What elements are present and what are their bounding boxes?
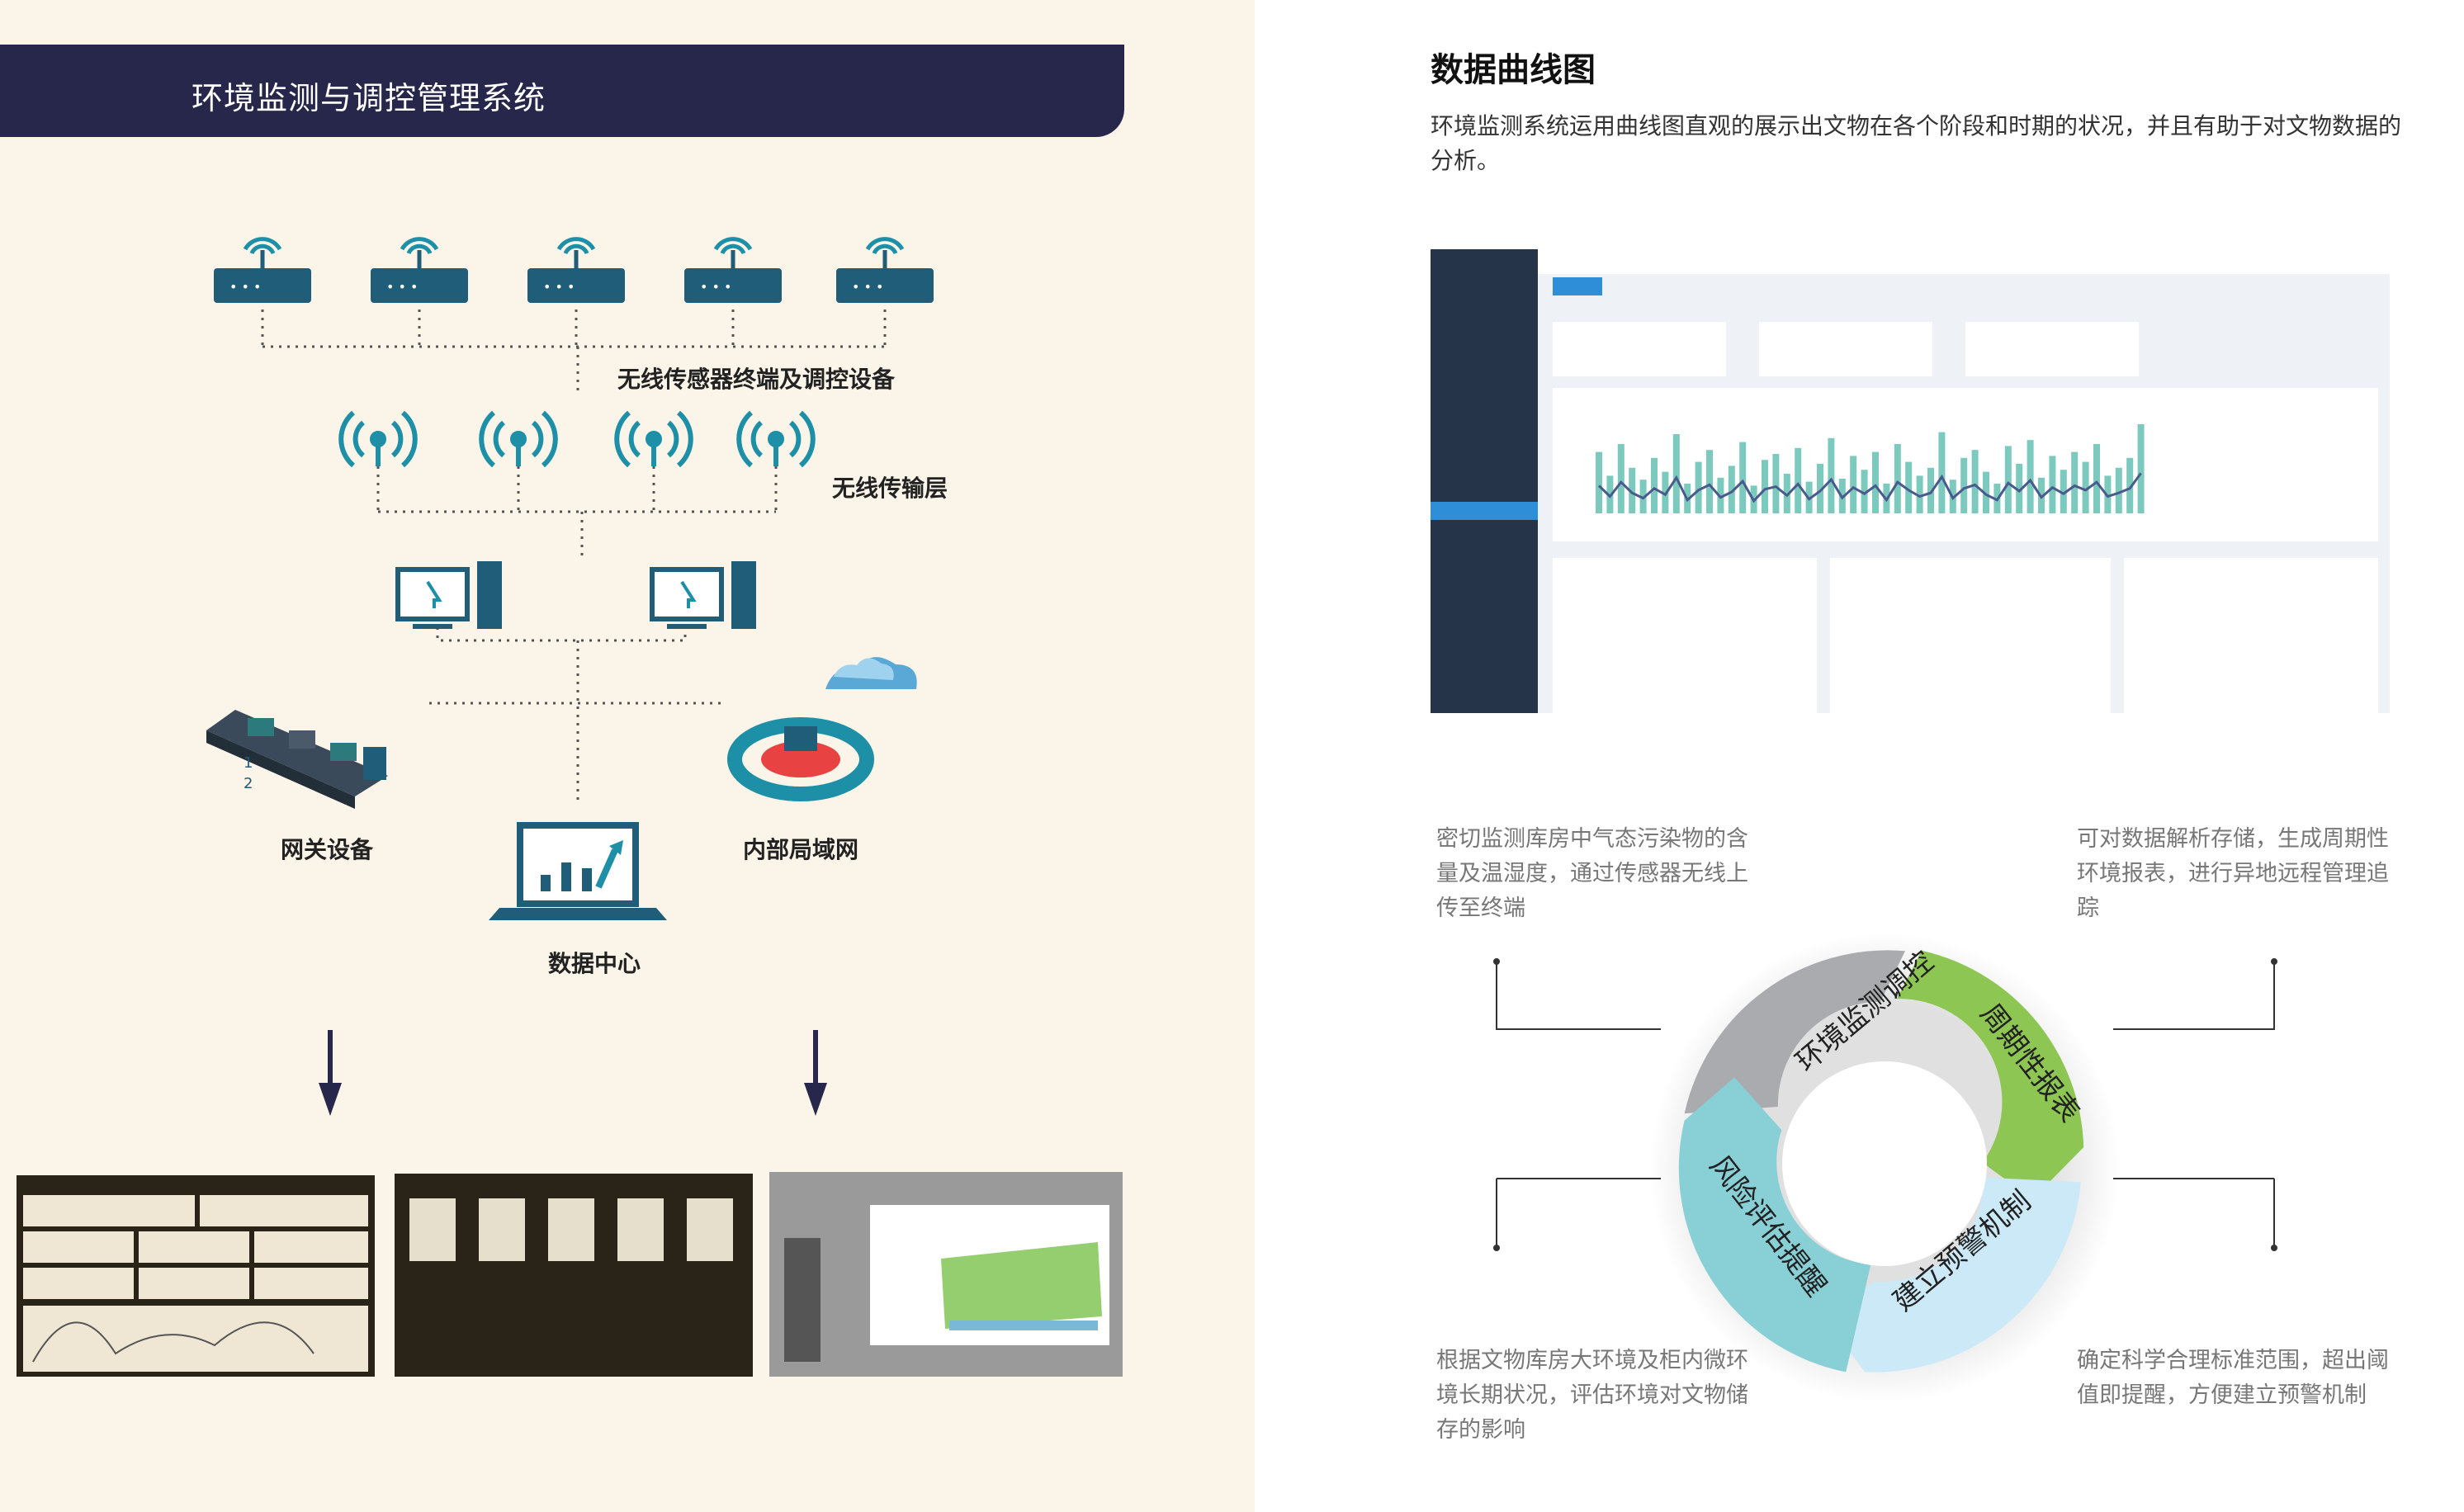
dashboard-bar	[1971, 450, 1979, 513]
dashboard-bar	[1905, 461, 1913, 513]
lan-label: 内部局域网	[743, 836, 859, 863]
dashboard-bar	[1762, 460, 1768, 513]
svg-text:• • •: • • •	[229, 279, 261, 295]
dashboard-bar	[1795, 447, 1802, 513]
dashboard-bar	[2137, 424, 2145, 513]
caption-bottom-left: 根据文物库房大环境及柜内微环境长期状况，评估环境对文物储存的影响	[1436, 1348, 1748, 1443]
router-row: • • • • • • • • • • • •	[214, 237, 934, 303]
dashboard-bar	[1639, 480, 1647, 513]
down-arrow-icon	[804, 1030, 827, 1116]
wifi-icon	[479, 410, 558, 468]
dashboard-bar	[1706, 450, 1713, 513]
dashboard-bar	[1672, 434, 1680, 513]
dashboard-bar	[2049, 456, 2056, 513]
dashboard-trend-line	[1597, 472, 2142, 503]
dashboard-sidebar	[1431, 249, 1538, 713]
wifi-icon	[338, 410, 418, 468]
wifi-row	[338, 410, 816, 468]
dashboard-bar	[1894, 444, 1901, 513]
dashboard-bar	[1938, 432, 1946, 513]
router-icon: • • •	[214, 237, 311, 303]
svg-text:• • •: • • •	[700, 279, 731, 295]
svg-text:• • •: • • •	[386, 279, 418, 295]
dashboard-bar	[1772, 454, 1780, 513]
dashboard-bar	[2071, 451, 2079, 513]
dashboard-bar	[1728, 465, 1735, 513]
data-center-label: 数据中心	[548, 950, 641, 977]
dashboard-bar	[2115, 467, 2122, 513]
dashboard-bar	[1651, 457, 1658, 513]
caption-top-left: 密切监测库房中气态污染物的含量及温湿度，通过传感器无线上传至终端	[1436, 826, 1748, 921]
wifi-icon	[614, 410, 693, 468]
computer-icon	[650, 561, 756, 629]
dashboard-bar	[1629, 467, 1636, 513]
section-description: 环境监测系统运用曲线图直观的展示出文物在各个阶段和时期的状况，并且有助于对文物数…	[1431, 112, 2402, 174]
gateway-label: 网关设备	[281, 836, 374, 863]
cycle-diagram: 环境监测调控 周期性报表 建立预警机制 风险评估提醒	[1649, 933, 2120, 1403]
dashboard-bar	[1739, 442, 1747, 513]
monitoring-screenshot-3	[769, 1172, 1123, 1377]
router-icon: • • •	[684, 237, 782, 303]
dashboard-bar	[1617, 444, 1625, 513]
connector-lines	[261, 309, 887, 801]
dashboard-bar	[1872, 451, 1879, 513]
dashboard-bar	[2016, 464, 2023, 513]
sensor-layer-label: 无线传感器终端及调控设备	[617, 366, 896, 393]
wifi-icon	[736, 410, 816, 468]
dashboard-bar	[1916, 475, 1923, 513]
gateway-equipment-icon: 1 2	[206, 710, 388, 809]
dashboard-bar	[1828, 437, 1835, 513]
dashboard-bar	[1983, 471, 1989, 513]
router-icon: • • •	[836, 237, 934, 303]
dashboard-bar	[2060, 470, 2067, 513]
computer-icon	[395, 561, 502, 629]
monitoring-screenshot-2	[395, 1174, 753, 1377]
dashboard-bar	[1861, 470, 1868, 513]
dashboard-bar	[2082, 461, 2089, 513]
dashboard-bar	[2027, 440, 2034, 513]
caption-bottom-right: 确定科学合理标准范围，超出阈值即提醒，方便建立预警机制	[2077, 1348, 2389, 1408]
dashboard-screenshot	[1431, 249, 2390, 713]
dashboard-header	[1538, 249, 2390, 274]
segment-report	[1897, 950, 2084, 1199]
svg-text:1: 1	[244, 754, 253, 772]
monitoring-screenshot-1	[17, 1175, 375, 1377]
segment-risk	[1678, 1077, 1871, 1373]
dashboard-bar	[2126, 457, 2134, 513]
router-icon: • • •	[371, 237, 468, 303]
dashboard-bar	[2093, 444, 2100, 513]
dashboard-bar	[1960, 457, 1968, 513]
lan-network-icon	[727, 657, 917, 801]
dashboard-bar	[1695, 461, 1702, 513]
dashboard-bar	[1927, 467, 1934, 513]
segment-warning	[1826, 1177, 2081, 1373]
dashboard-bar	[1817, 464, 1823, 513]
router-icon: • • •	[527, 237, 625, 303]
segment-monitor	[1684, 950, 1905, 1114]
transmission-layer-label: 无线传输层	[832, 475, 948, 502]
banner-title: 环境监测与调控管理系统	[192, 80, 546, 116]
data-center-laptop-icon	[489, 822, 667, 920]
section-title: 数据曲线图	[1431, 51, 1596, 89]
svg-text:2: 2	[244, 775, 253, 792]
dashboard-bar	[1596, 451, 1602, 513]
dashboard-bar	[1783, 474, 1790, 513]
svg-text:• • •: • • •	[543, 279, 575, 295]
svg-text:• • •: • • •	[852, 279, 883, 295]
dashboard-bar	[2004, 446, 2012, 513]
title-banner	[0, 45, 1124, 137]
network-diagram: • • • • • • • • • • • •	[17, 237, 1123, 1377]
dashboard-bar	[1850, 456, 1857, 513]
down-arrow-icon	[319, 1030, 342, 1116]
caption-top-right: 可对数据解析存储，生成周期性环境报表，进行异地远程管理追踪	[2077, 826, 2389, 921]
